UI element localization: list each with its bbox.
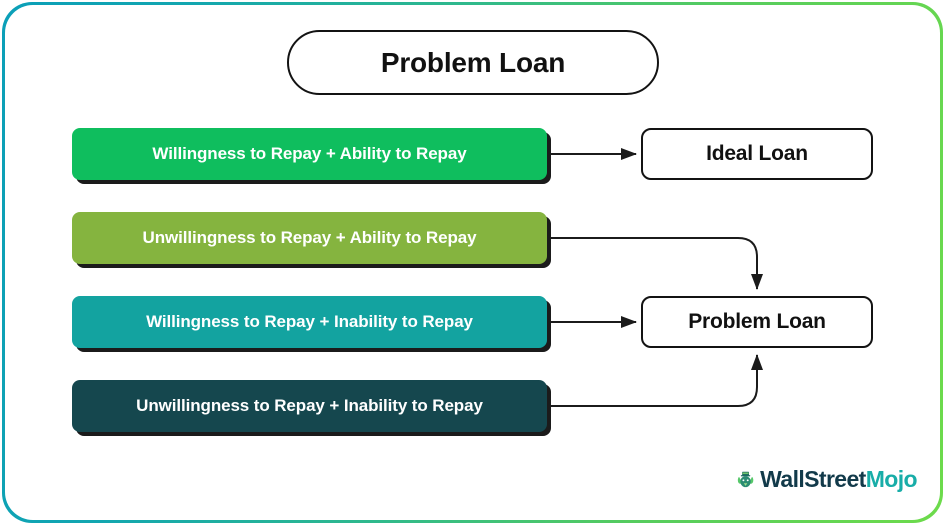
brand-name-secondary: Mojo (865, 465, 918, 492)
outcome-label: Problem Loan (688, 310, 826, 333)
wallstreetmojo-bull-icon (737, 471, 754, 488)
condition-box-willing-unable[interactable]: Willingness to Repay + Inability to Repa… (72, 296, 547, 348)
diagram-title-pill: Problem Loan (287, 30, 659, 95)
condition-label: Willingness to Repay + Ability to Repay (152, 144, 467, 163)
brand-name-primary: WallStreet (760, 465, 866, 492)
condition-label: Unwillingness to Repay + Inability to Re… (136, 396, 483, 415)
outcome-box-ideal-loan[interactable]: Ideal Loan (641, 128, 873, 180)
condition-label: Unwillingness to Repay + Ability to Repa… (142, 228, 477, 247)
condition-box-unwilling-able[interactable]: Unwillingness to Repay + Ability to Repa… (72, 212, 547, 264)
condition-label: Willingness to Repay + Inability to Repa… (146, 312, 473, 331)
brand-logo[interactable]: WallStreetMojo (737, 455, 918, 503)
page-title: Problem Loan (380, 46, 566, 78)
outcome-label: Ideal Loan (706, 142, 808, 165)
condition-box-unwilling-unable[interactable]: Unwillingness to Repay + Inability to Re… (72, 380, 547, 432)
condition-box-willing-able[interactable]: Willingness to Repay + Ability to Repay (72, 128, 547, 180)
brand-name: WallStreetMojo (760, 466, 917, 493)
outcome-box-problem-loan[interactable]: Problem Loan (641, 296, 873, 348)
